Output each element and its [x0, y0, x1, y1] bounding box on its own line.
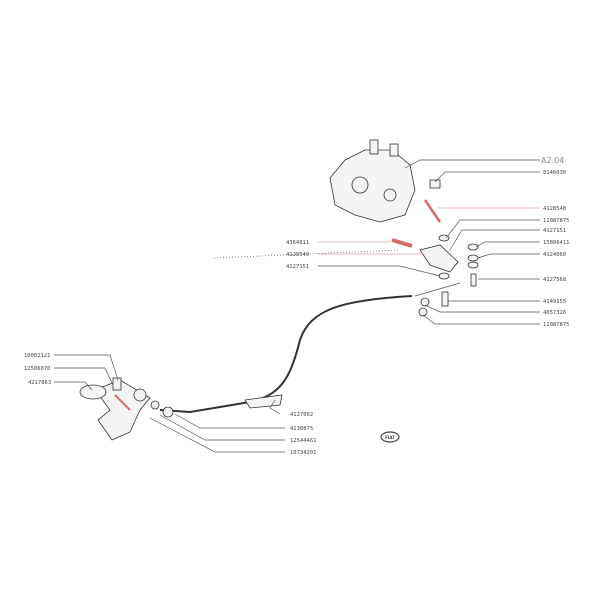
accelerator-cable [159, 295, 413, 414]
part-label: 4124060 [543, 252, 566, 258]
carburetor-illustration [329, 139, 442, 223]
part-label: 4127151 [286, 264, 309, 270]
logo-text: FIAT [385, 435, 395, 440]
bottom-label-group: 4127002 4130875 12544461 10734201 [290, 412, 317, 456]
part-label: 4127568 [543, 277, 566, 283]
part-label: 4130875 [290, 426, 313, 432]
part-label: 11087875 [543, 322, 570, 328]
part-label: 4149155 [543, 299, 566, 305]
left-label-group: 10002121 12506070 4217863 [24, 353, 51, 386]
pedal-illustration [79, 377, 174, 441]
section-code: A2.04 [541, 156, 564, 165]
right-label-group: 8146030 4128548 11087875 4127151 1580641… [543, 170, 570, 328]
middle-label-group: 4364811 4128540 4127151 [286, 240, 309, 270]
part-label: 4127151 [543, 228, 566, 234]
part-label: 4057326 [543, 310, 566, 316]
part-label: 8146030 [543, 170, 566, 176]
part-label: 15806411 [543, 240, 570, 246]
part-label: 4217863 [28, 380, 51, 386]
part-label: 12506070 [24, 366, 51, 372]
fiat-logo: FIAT [380, 431, 400, 443]
part-label: 4128540 [286, 252, 309, 258]
part-label: 11087875 [543, 218, 570, 224]
part-label: 4128548 [543, 206, 566, 212]
linkage-illustration [391, 234, 479, 317]
part-label: 4127002 [290, 412, 313, 418]
part-label: 4364811 [286, 240, 309, 246]
part-label: 10002121 [24, 353, 51, 359]
part-label: 12544461 [290, 438, 317, 444]
part-label: 10734201 [290, 450, 317, 456]
